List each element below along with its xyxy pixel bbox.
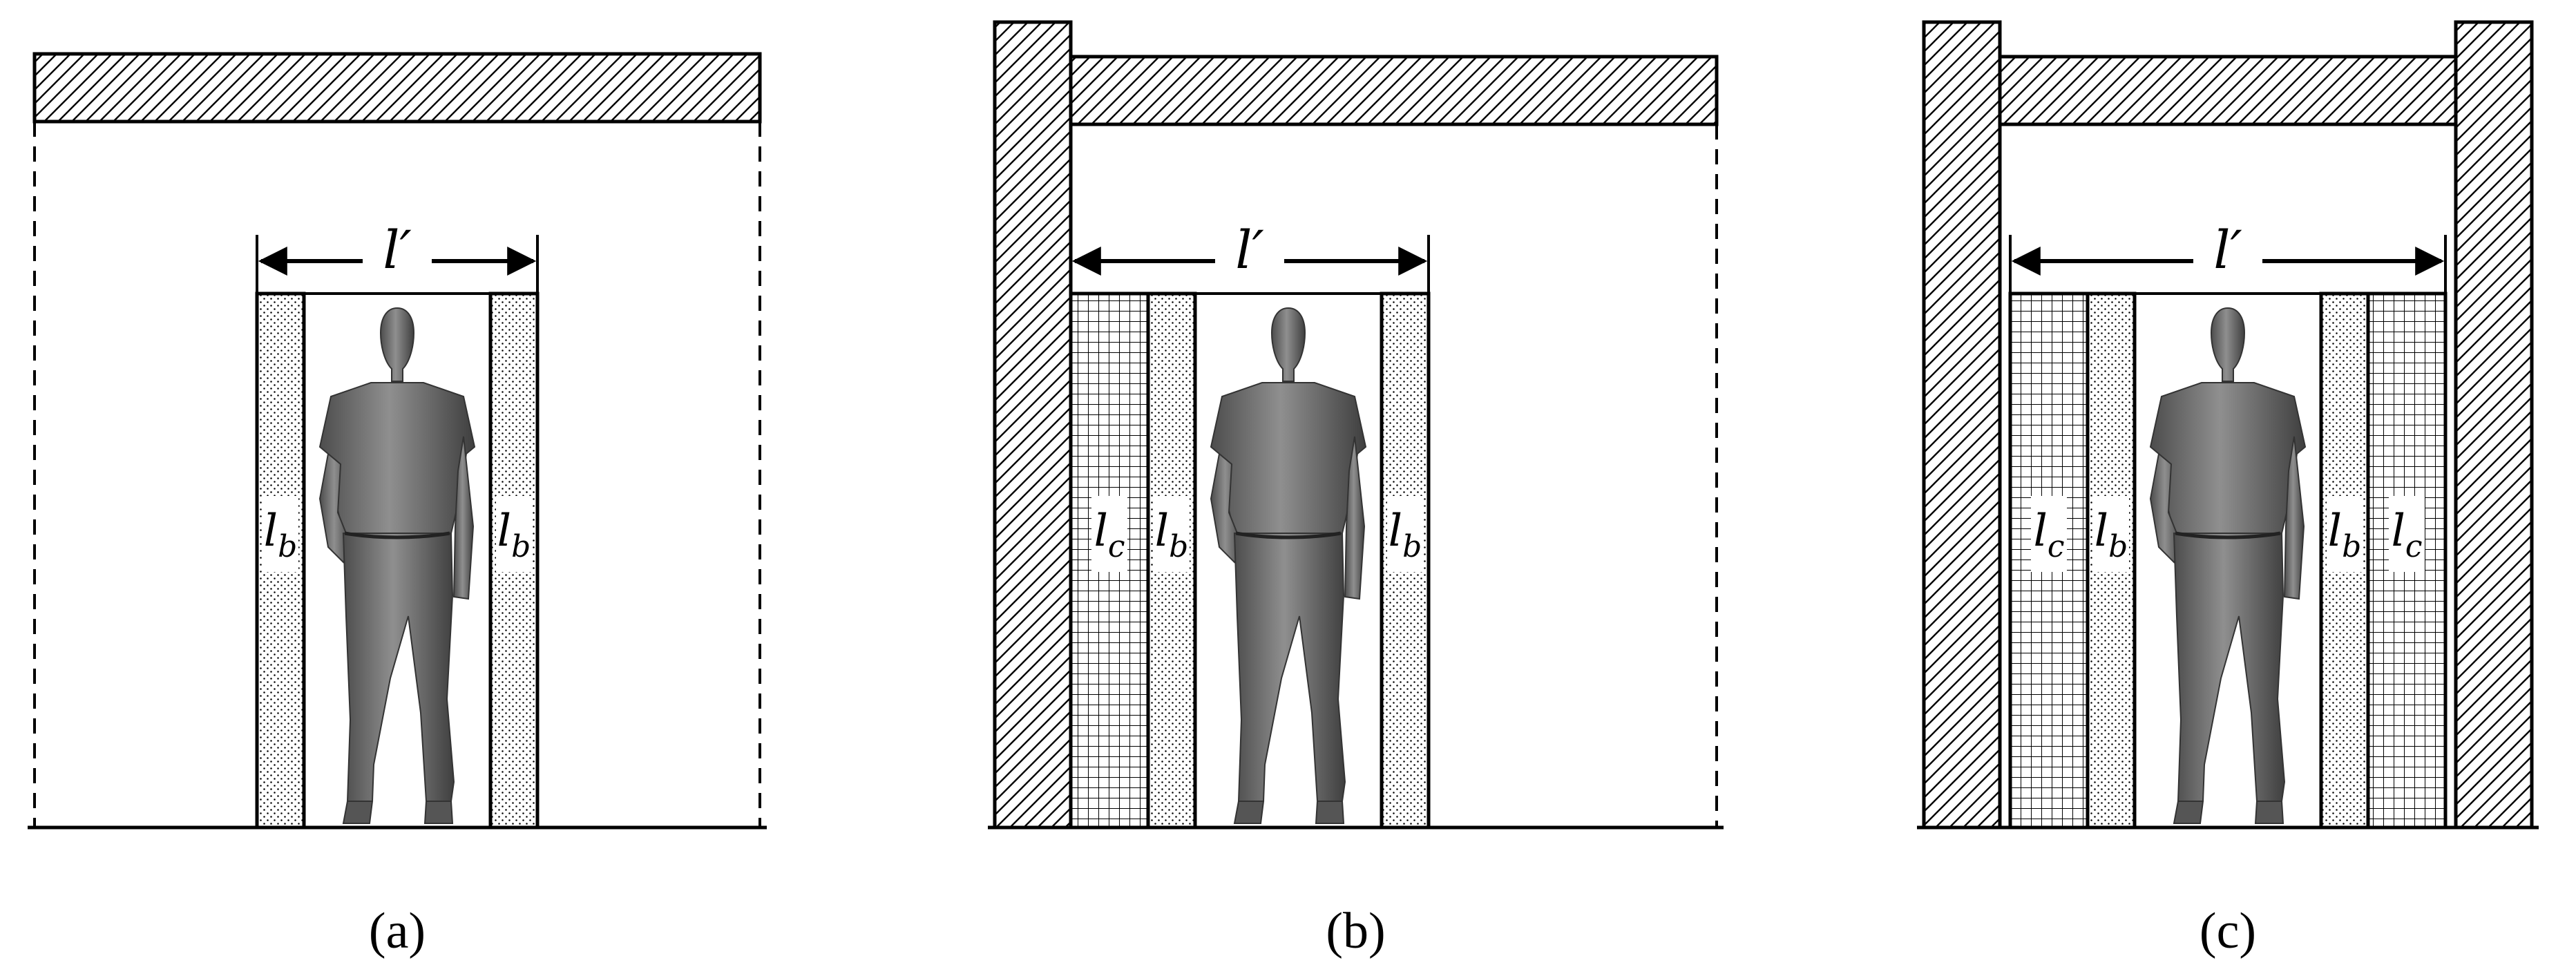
dimension-label: l′	[383, 219, 412, 280]
lintel-beam	[32, 52, 762, 124]
segment-label-c: lc	[2033, 506, 2064, 564]
segment-label-b-subscript: b	[1169, 529, 1188, 564]
segment-label-b: lb	[2095, 506, 2128, 564]
segment-label-b: lb	[1389, 506, 1422, 564]
segment-label-b-base: l	[1155, 506, 1169, 557]
segment-label-b-subscript: b	[1402, 529, 1422, 564]
segment-label-b-base: l	[2095, 506, 2108, 557]
person-figure	[2150, 308, 2305, 823]
label-backdrop	[2093, 496, 2129, 572]
segment-label-c-subscript: c	[2048, 529, 2065, 564]
dimension-label-prime: ′	[400, 219, 412, 280]
dimension-label-main: l	[1235, 219, 1252, 280]
segment-label-b: lb	[2328, 506, 2362, 564]
lintel-beam	[1998, 55, 2458, 126]
label-backdrop	[1154, 496, 1190, 572]
label-backdrop	[2327, 496, 2363, 572]
left-pillar	[1922, 20, 2002, 830]
label-backdrop	[263, 496, 298, 572]
label-backdrop	[2031, 496, 2067, 572]
panel-caption: (a)	[369, 903, 426, 959]
label-backdrop	[496, 496, 532, 572]
clear-width-dimension: l′	[256, 218, 539, 294]
segment-label-c: lc	[2391, 506, 2422, 564]
dimension-label-main: l	[383, 219, 399, 280]
person-figure	[320, 308, 475, 823]
segment-label-c-subscript: c	[1108, 529, 1125, 564]
panel-caption: (c)	[2200, 903, 2256, 959]
segment-label-b-subscript: b	[511, 529, 531, 564]
segment-label-b-subscript: b	[278, 529, 297, 564]
clear-width-dimension: l′	[2009, 218, 2447, 294]
segment-label-b-base: l	[264, 506, 278, 557]
dimension-label-main: l	[2213, 219, 2230, 280]
dimension-label-backdrop	[1215, 218, 1284, 275]
segment-label-b: lb	[1155, 506, 1189, 564]
segment-label-c: lc	[1094, 506, 1125, 564]
person-figure	[1211, 308, 1366, 823]
right-pillar	[2454, 20, 2534, 830]
segment-label-b-base: l	[497, 506, 511, 557]
segment-label-b: lb	[497, 506, 531, 564]
segment-label-b: lb	[264, 506, 298, 564]
dimension-label: l′	[2213, 219, 2242, 280]
dimension-label-backdrop	[2193, 218, 2262, 275]
dimension-label: l′	[1235, 219, 1264, 280]
segment-label-b-base: l	[1389, 506, 1402, 557]
label-backdrop	[1387, 496, 1423, 572]
segment-label-c-base: l	[2033, 506, 2047, 557]
segment-label-b-subscript: b	[2342, 529, 2361, 564]
panel-caption: (b)	[1326, 903, 1385, 959]
segment-label-b-subscript: b	[2108, 529, 2128, 564]
label-backdrop	[2389, 496, 2425, 572]
dimension-label-prime: ′	[2231, 219, 2242, 280]
label-backdrop	[1091, 496, 1127, 572]
dimension-label-backdrop	[363, 218, 432, 275]
dimension-label-prime: ′	[1252, 219, 1264, 280]
segment-label-b-base: l	[2328, 506, 2342, 557]
lintel-beam	[1069, 55, 1719, 126]
clear-width-dimension: l′	[1069, 218, 1430, 294]
left-pillar	[993, 20, 1073, 830]
segment-label-c-base: l	[2391, 506, 2405, 557]
segment-label-c-base: l	[1094, 506, 1107, 557]
segment-label-c-subscript: c	[2405, 529, 2423, 564]
